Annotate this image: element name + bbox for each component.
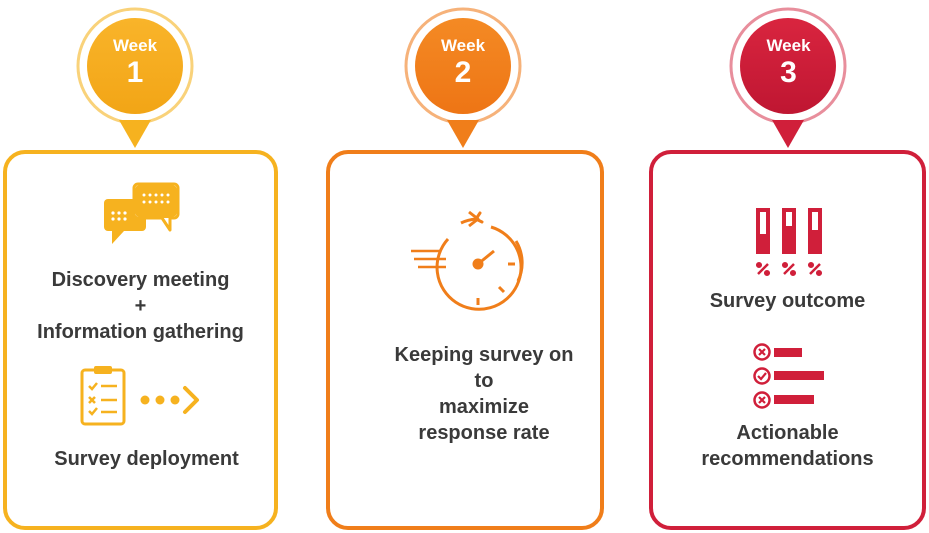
text-line: Survey deployment (54, 448, 239, 470)
item-text-deployment: Survey deployment (13, 446, 280, 472)
week-1-column: Week 1 Discovery meeting + Information g… (0, 0, 290, 533)
chat-bubbles-icon (104, 182, 180, 244)
week-1-pin (76, 7, 194, 148)
week-3-card: Survey outcome Actionable recommendation… (649, 150, 926, 530)
item-text-discovery: Discovery meeting + Information gatherin… (7, 267, 274, 345)
week-2-column: Week 2 Keeping survey on to maximize res… (325, 0, 615, 533)
text-line: maximize (438, 396, 530, 418)
item-text-survey-outcome: Survey outcome (653, 288, 922, 314)
text-line: + (134, 295, 147, 317)
week-label: Week (440, 36, 486, 55)
text-line: Survey outcome (709, 290, 866, 312)
week-2-card: Keeping survey on to maximize response r… (326, 150, 604, 530)
week-number: 2 (454, 56, 472, 89)
checklist-arrow-icon (80, 366, 199, 426)
checklist-bars-icon (753, 343, 824, 409)
text-line: Keeping survey on (394, 344, 574, 366)
text-line: to (474, 370, 494, 392)
week-label: Week (766, 36, 811, 55)
week-number: 3 (780, 56, 797, 89)
text-line: recommendations (701, 448, 874, 470)
item-text-keeping-survey: Keeping survey on to maximize response r… (349, 342, 619, 446)
week-label: Week (112, 36, 158, 55)
week-3-column: Week 3 Survey outcome (648, 0, 929, 533)
item-text-recommendations: Actionable recommendations (653, 420, 922, 472)
text-line: response rate (418, 422, 550, 444)
week-3-pin (729, 7, 847, 148)
week-2-pin (404, 7, 522, 148)
week-number: 1 (126, 56, 144, 89)
fast-timer-icon (411, 210, 524, 311)
percentage-bars-icon (755, 208, 823, 277)
week-1-card: Discovery meeting + Information gatherin… (3, 150, 278, 530)
text-line: Information gathering (37, 321, 244, 343)
text-line: Discovery meeting (51, 269, 230, 291)
text-line: Actionable (736, 422, 839, 444)
